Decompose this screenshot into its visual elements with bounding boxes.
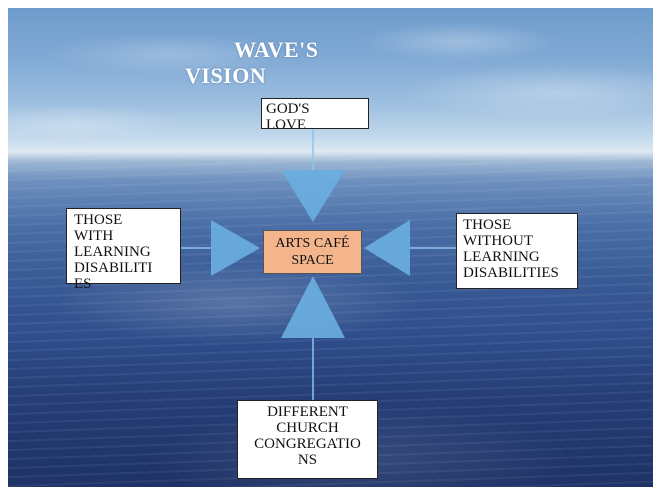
- node-right-line-4: DISABILITIES: [463, 265, 559, 281]
- node-without-learning-disabilities: THOSE WITHOUT LEARNING DISABILITIES: [456, 213, 578, 289]
- node-gods-love: GOD'S LOVE: [261, 98, 369, 129]
- node-left-line-4: DISABILITI: [74, 260, 153, 276]
- node-gods-love-line-2: LOVE: [266, 117, 306, 129]
- node-left-line-3: LEARNING: [74, 244, 151, 260]
- node-left-line-5: ES: [74, 276, 92, 292]
- node-left-line-2: WITH: [74, 228, 114, 244]
- node-with-learning-disabilities: THOSE WITH LEARNING DISABILITI ES: [66, 208, 181, 292]
- node-left-line-1: THOSE: [74, 212, 123, 228]
- node-bottom-line-2: CHURCH: [276, 420, 339, 436]
- arrow-left-from-right: [364, 220, 410, 276]
- node-gods-love-line-1: GOD'S: [266, 101, 310, 117]
- node-right-line-1: THOSE: [463, 217, 512, 233]
- node-different-church-congregations: DIFFERENT CHURCH CONGREGATIO NS: [237, 400, 378, 479]
- arrow-up-from-bottom: [281, 276, 345, 338]
- node-right-line-2: WITHOUT: [463, 233, 533, 249]
- node-center-line-2: SPACE: [291, 253, 334, 268]
- node-right-line-3: LEARNING: [463, 249, 540, 265]
- slide-title-line-1: WAVE'S: [234, 37, 319, 62]
- node-bottom-line-3: CONGREGATIO: [254, 436, 361, 452]
- converging-arrows-diagram: [181, 129, 456, 400]
- arrow-right-from-left: [211, 220, 260, 276]
- node-bottom-line-1: DIFFERENT: [267, 404, 348, 420]
- node-center-line-1: ARTS CAFÉ: [275, 236, 350, 251]
- sky-clouds: [8, 8, 653, 162]
- arrow-down-from-top: [281, 170, 345, 222]
- slide-background: WAVE'S VISION GOD'S LOVE THOSE WITH LEAR…: [8, 8, 653, 487]
- slide-title-line-2: VISION: [185, 63, 267, 88]
- node-arts-cafe-space: ARTS CAFÉ SPACE: [263, 230, 362, 274]
- node-bottom-line-4: NS: [297, 452, 318, 468]
